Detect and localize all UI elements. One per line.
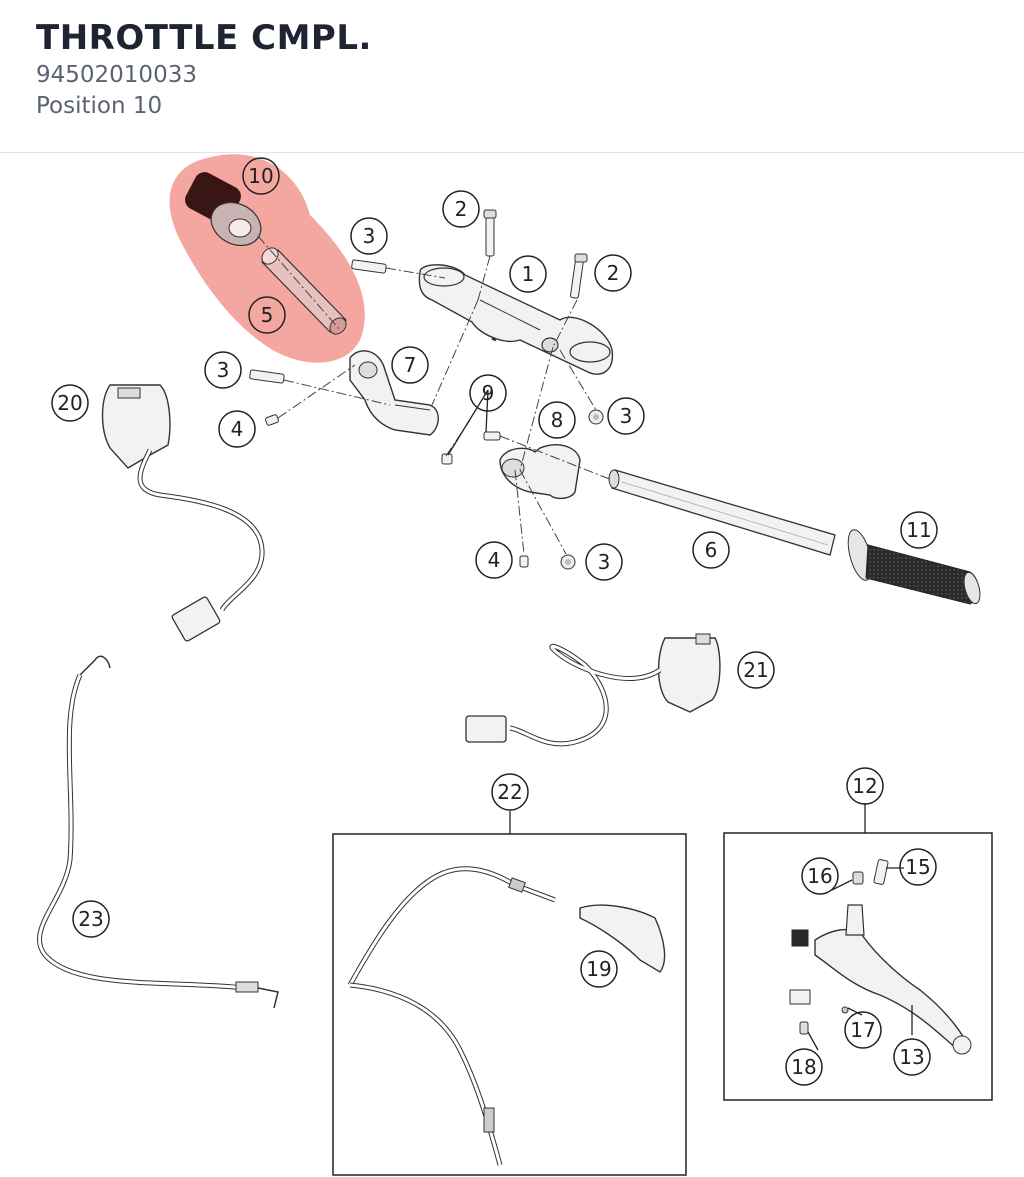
callout-13[interactable]: 13 xyxy=(893,1038,931,1076)
svg-text:7: 7 xyxy=(404,353,417,377)
svg-text:3: 3 xyxy=(217,358,230,382)
callout-10[interactable]: 10 xyxy=(242,157,280,195)
part-21-right-switch[interactable] xyxy=(465,633,721,747)
callout-18[interactable]: 18 xyxy=(785,1048,823,1086)
header: THROTTLE CMPL. 94502010033 Position 10 xyxy=(0,0,1024,152)
leader-lines xyxy=(447,389,913,1051)
callout-17[interactable]: 17 xyxy=(844,1011,882,1049)
part-6-handlebar[interactable] xyxy=(608,469,836,556)
callout-6[interactable]: 6 xyxy=(692,531,730,569)
part-number: 94502010033 xyxy=(36,62,197,88)
part-3-bolt[interactable] xyxy=(249,369,285,384)
svg-text:9: 9 xyxy=(482,381,495,405)
part-3-nut[interactable] xyxy=(560,554,576,570)
callout-20[interactable]: 20 xyxy=(51,384,89,422)
part-20-left-switch[interactable] xyxy=(101,384,265,642)
page-title: THROTTLE CMPL. xyxy=(36,18,372,58)
callout-12[interactable]: 12 xyxy=(846,767,884,805)
part-4-screw[interactable] xyxy=(519,555,529,568)
svg-text:21: 21 xyxy=(743,658,768,682)
part-13-lever[interactable] xyxy=(791,904,972,1055)
assembly-lines xyxy=(257,235,613,555)
svg-text:20: 20 xyxy=(57,391,82,415)
part-7-handlebar-clamp[interactable] xyxy=(349,350,439,436)
callout-1[interactable]: 1 xyxy=(509,255,547,293)
svg-text:17: 17 xyxy=(850,1018,875,1042)
part-5-throttle-tube[interactable] xyxy=(259,245,350,338)
callout-19[interactable]: 19 xyxy=(580,950,618,988)
part-19-cover[interactable] xyxy=(579,904,666,973)
svg-text:10: 10 xyxy=(248,164,273,188)
callout-4[interactable]: 4 xyxy=(218,410,256,448)
svg-text:15: 15 xyxy=(905,855,930,879)
callout-3[interactable]: 3 xyxy=(350,217,388,255)
part-2-bolt[interactable] xyxy=(570,253,588,299)
callout-7[interactable]: 7 xyxy=(391,346,429,384)
part-17-ball[interactable] xyxy=(841,1006,849,1014)
svg-text:16: 16 xyxy=(807,864,832,888)
svg-text:22: 22 xyxy=(497,780,522,804)
svg-text:5: 5 xyxy=(261,303,274,327)
svg-text:6: 6 xyxy=(705,538,718,562)
callout-2[interactable]: 2 xyxy=(442,190,480,228)
callout-8[interactable]: 8 xyxy=(538,401,576,439)
part-3-bolt[interactable] xyxy=(351,259,387,274)
part-11-handlebar-grip[interactable] xyxy=(844,527,983,605)
svg-text:11: 11 xyxy=(906,518,931,542)
svg-text:4: 4 xyxy=(231,417,244,441)
svg-text:4: 4 xyxy=(488,548,501,572)
svg-text:3: 3 xyxy=(620,404,633,428)
svg-text:2: 2 xyxy=(455,197,468,221)
svg-text:12: 12 xyxy=(852,774,877,798)
svg-text:8: 8 xyxy=(551,408,564,432)
part-4-screw[interactable] xyxy=(265,414,279,426)
part-16-screw[interactable] xyxy=(852,871,864,885)
callout-23[interactable]: 23 xyxy=(72,900,110,938)
callout-22[interactable]: 22 xyxy=(491,773,529,811)
svg-text:3: 3 xyxy=(598,550,611,574)
callout-21[interactable]: 21 xyxy=(737,651,775,689)
svg-text:3: 3 xyxy=(363,224,376,248)
callout-5[interactable]: 5 xyxy=(248,296,286,334)
callout-3[interactable]: 3 xyxy=(607,397,645,435)
part-10-throttle-grip[interactable] xyxy=(182,169,269,254)
callout-11[interactable]: 11 xyxy=(900,511,938,549)
callout-3[interactable]: 3 xyxy=(585,543,623,581)
part-18-switch[interactable] xyxy=(789,989,811,1035)
position-label: Position 10 xyxy=(36,93,163,119)
part-9-screw[interactable] xyxy=(441,431,501,465)
callout-9[interactable]: 9 xyxy=(469,374,507,412)
svg-text:18: 18 xyxy=(791,1055,816,1079)
part-1-triple-clamp[interactable] xyxy=(418,264,614,375)
part-15-bolt[interactable] xyxy=(873,859,889,885)
part-2-bolt[interactable] xyxy=(483,209,497,257)
part-3-nut[interactable] xyxy=(588,409,604,425)
svg-text:19: 19 xyxy=(586,957,611,981)
part-23-cable[interactable] xyxy=(37,655,279,1009)
callout-2[interactable]: 2 xyxy=(594,254,632,292)
svg-text:13: 13 xyxy=(899,1045,924,1069)
part-22-throttle-cable[interactable] xyxy=(347,866,556,1166)
svg-text:23: 23 xyxy=(78,907,103,931)
callout-3[interactable]: 3 xyxy=(204,351,242,389)
assembly-box-12 xyxy=(723,832,993,1101)
svg-text:2: 2 xyxy=(607,261,620,285)
callout-16[interactable]: 16 xyxy=(801,857,839,895)
callout-15[interactable]: 15 xyxy=(899,848,937,886)
part-8-handlebar-clamp[interactable] xyxy=(499,444,581,500)
header-divider xyxy=(0,152,1024,153)
svg-text:1: 1 xyxy=(522,262,535,286)
callout-4[interactable]: 4 xyxy=(475,541,513,579)
